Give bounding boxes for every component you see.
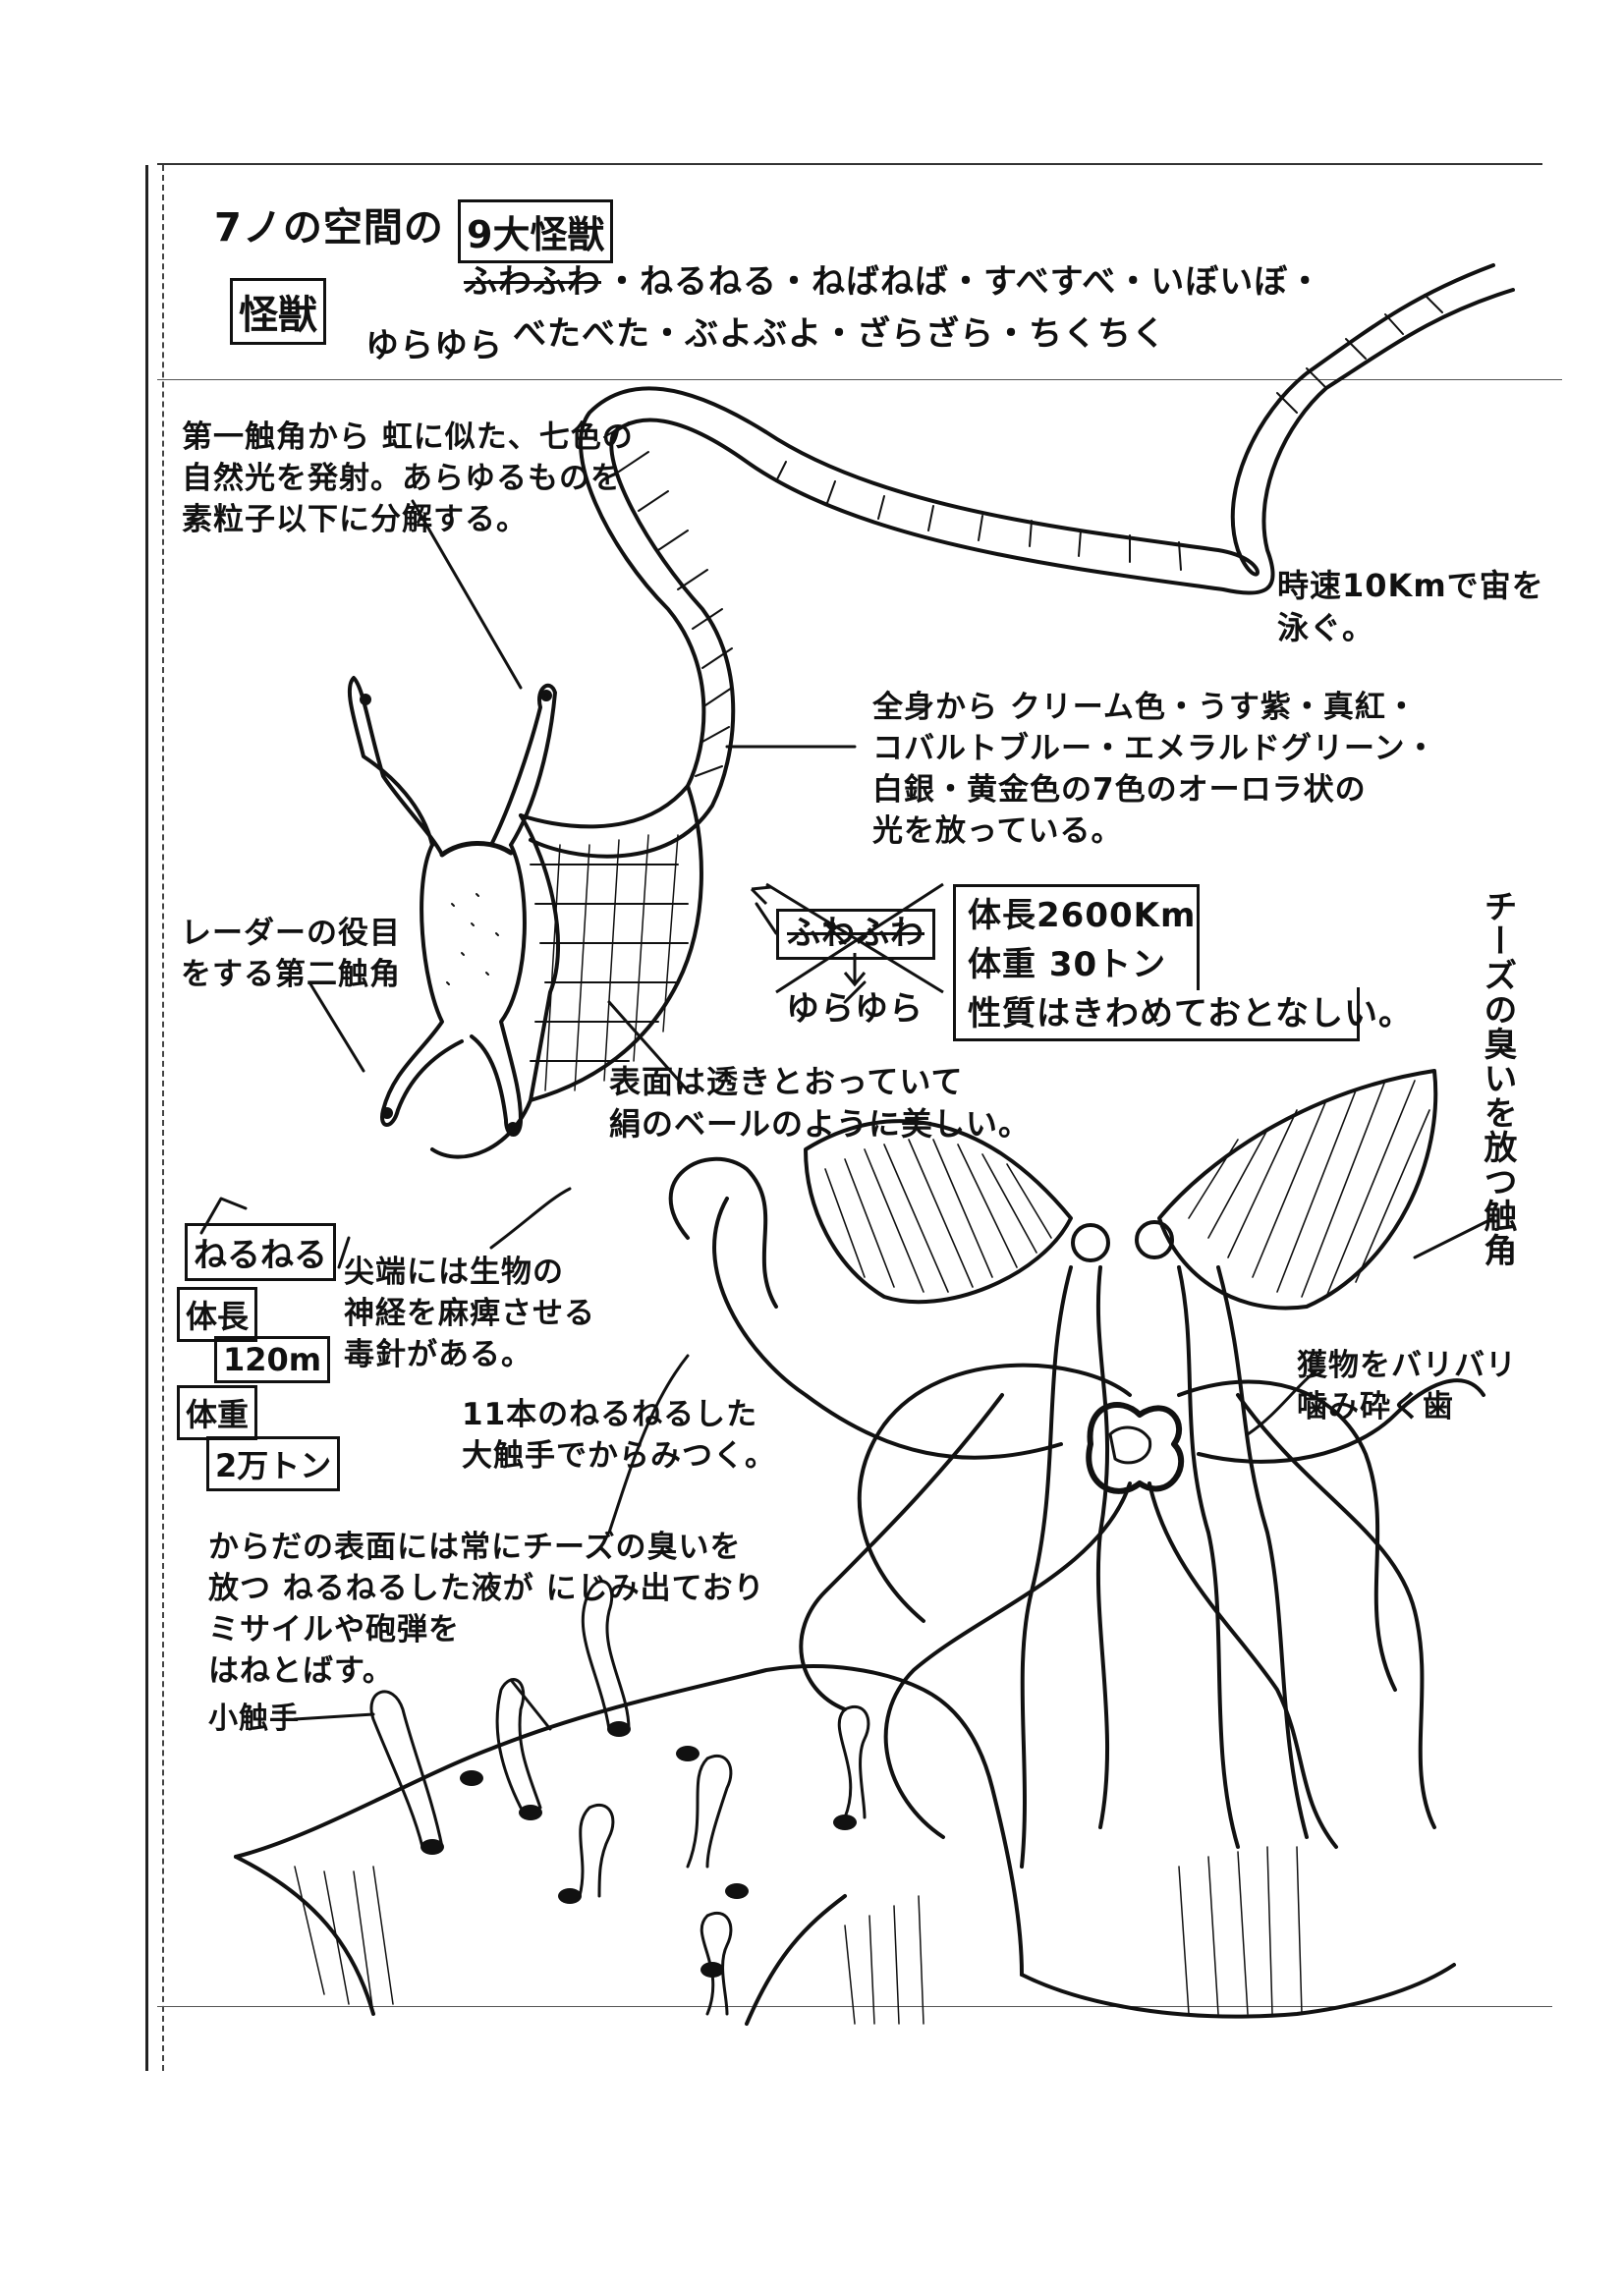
monster-list-line1: ・ねるねる・ねばねば・すべすべ・いぼいぼ・ [605, 262, 1323, 302]
note-big-tentacle: 11本のねるねるした 大触手でからみつく。 [462, 1397, 776, 1474]
yurayura-stat-length: 体長2600Km [968, 896, 1197, 935]
yurayura-ribbon-illustration [347, 263, 1515, 1159]
title-prefix: 7ノの空間の [214, 205, 444, 251]
nerunerun-weight-label: 体重 [177, 1385, 258, 1440]
struck-word-fuwafuwa: ふわふわ [464, 262, 601, 302]
note-cheese-tentacle: チーズの臭いを放つ触角 [1477, 889, 1517, 1267]
note-body-surface: からだの表面には常にチーズの臭いを 放つ ねるねるした液が にじみ出ており ミサ… [208, 1530, 765, 1689]
nerunerun-name-box: ねるねる [185, 1223, 336, 1281]
yurayura-stats-frame-lower [953, 987, 1360, 1041]
leader-surface [607, 1000, 690, 1092]
note-first-tentacle: 第一触角から 虹に似た、七色の 自然光を発射。あらゆるものを 素粒子以下に分解す… [182, 419, 634, 537]
note-speed: 時速10Kmで宙を 泳ぐ。 [1277, 567, 1544, 647]
top-rule [157, 163, 1542, 165]
yurayura-name-struck: ふわふわ [776, 909, 935, 960]
nerunerun-illustration [234, 1069, 1485, 2026]
header-divider [157, 379, 1562, 380]
title-box: 怪獣 [230, 278, 326, 345]
nerunerun-length-value: 120m [214, 1336, 331, 1383]
nerunerun-weight-value: 2万トン [206, 1436, 341, 1491]
note-surface: 表面は透きとおっていて 絹のベールのように美しい。 [609, 1063, 1032, 1144]
yurayura-stat-temper: 性質はきわめておとなしい。 [968, 994, 1413, 1033]
page-binding-edge [145, 165, 164, 2071]
note-teeth: 獲物をバリバリ 噛み砕く歯 [1297, 1348, 1517, 1424]
leader-first-tentacle [411, 499, 523, 690]
leader-radar [308, 980, 365, 1073]
small-tentacle-label: 小触手 [208, 1702, 300, 1736]
yurayura-stats-frame [953, 884, 1200, 990]
bottom-rule [157, 2006, 1552, 2007]
monster-list-line2: べたべた・ぶよぶよ・ざらざら・ちくちく [513, 314, 1166, 354]
nerunerun-length-label: 体長 [177, 1287, 258, 1342]
yurayura-name: ゆらゆら [786, 989, 924, 1029]
note-poison-tip: 尖端には生物の 神経を麻痺させる 毒針がある。 [344, 1255, 595, 1372]
note-radar-tentacle: レーダーの役目 をする第二触角 [181, 916, 401, 992]
nine-monsters-box: 9大怪獣 [458, 199, 614, 263]
yurayura-stat-weight: 体重 30トン [968, 945, 1167, 984]
note-aurora: 全身から クリーム色・うす紫・真紅・ コバルトブルー・エメラルドグリーン・ 白銀… [872, 690, 1437, 849]
yurayura-header-label: ゆらゆら [365, 326, 503, 365]
